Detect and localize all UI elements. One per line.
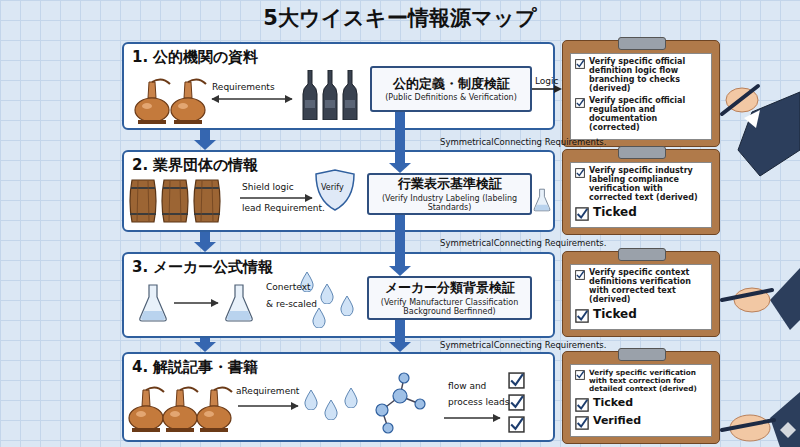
checklist-item: Verify specific official regulation and … (575, 97, 707, 133)
flow-label: Requirements (212, 82, 275, 92)
checklist-clipboard: Verify specific verification with text c… (562, 351, 720, 444)
checkbox (575, 309, 589, 323)
checklist-text: Ticked (593, 397, 633, 409)
flow-arrow (194, 232, 216, 252)
diagram-title: 5大ウイスキー情報源マップ (0, 4, 800, 32)
verification-box: 公的定義・制度検証(Public Definitions & Verificat… (370, 66, 532, 112)
checklist-item: Ticked (575, 308, 707, 323)
box-title: メーカー分類背景検証 (385, 280, 515, 296)
checklist-clipboard: Verify specific context definitions veri… (562, 251, 720, 337)
checklist-text: Verify specific context definitions veri… (589, 269, 707, 305)
flow-label: process leads (448, 397, 509, 407)
checklist-text: Verify specific verification with text c… (589, 369, 707, 394)
flow-arrow (389, 320, 411, 352)
checklist-item: Verify specific verification with text c… (575, 369, 707, 394)
panel-heading: 2. 業界団体の情報 (132, 156, 258, 175)
shield-label: Verify (321, 183, 344, 192)
flow-label: aRequirement (236, 386, 299, 396)
connector-note: SymmetricalConnecting Requirements. (440, 238, 606, 248)
checklist-paper: Verify specific industry labeling compli… (570, 162, 712, 228)
flow-arrow (194, 130, 216, 150)
checkbox (575, 168, 585, 178)
checkbox (575, 270, 585, 280)
checkbox (575, 59, 585, 69)
flow-arrow (389, 215, 411, 276)
flow-label: Shield logic (242, 182, 294, 192)
flow-label: Conertext (266, 282, 311, 292)
checkbox (575, 207, 589, 221)
flow-arrow (389, 112, 411, 173)
source-panel: 1. 公的機関の資料公的定義・制度検証(Public Definitions &… (122, 42, 555, 130)
checklist-text: Ticked (593, 206, 637, 219)
connector-note: SymmetricalConnecting Requirements. (440, 340, 606, 350)
checklist-text: Verified (593, 415, 641, 427)
logic-arrow (532, 85, 562, 93)
box-subtitle: (Verify Industry Labeling (labeling Stan… (374, 194, 525, 212)
checklist-item: Verify specific industry labeling compli… (575, 167, 707, 203)
box-title: 公的定義・制度検証 (393, 76, 510, 92)
panel-heading: 3. メーカー公式情報 (132, 258, 273, 277)
checklist-clipboard: Verify specific industry labeling compli… (562, 149, 720, 235)
flow-arrow (194, 338, 216, 352)
flow-label: flow and (448, 381, 486, 391)
verification-box: メーカー分類背景検証 (Verify Manufacturer Classific… (367, 276, 532, 320)
checklist-item: Ticked (575, 397, 707, 412)
checklist-clipboard: Verify specific official definition logi… (562, 40, 720, 147)
checklist-item: Verify specific context definitions veri… (575, 269, 707, 305)
checkbox (575, 398, 589, 412)
verification-box: 行業表示基準検証 (Verify Industry Labeling (label… (367, 173, 532, 215)
panel-heading: 4. 解説記事・書籍 (132, 358, 258, 377)
checklist-text: Ticked (593, 308, 637, 321)
checklist-text: Verify specific industry labeling compli… (589, 167, 707, 203)
connector-note: SymmetricalConnecting Requirements. (440, 137, 606, 147)
flow-label: & re-scaled (266, 299, 317, 309)
box-subtitle: (Public Definitions & Verification) (385, 93, 517, 102)
checklist-paper: Verify specific context definitions veri… (570, 264, 712, 330)
checklist-paper: Verify specific verification with text c… (570, 364, 712, 437)
checkbox (575, 370, 585, 380)
checklist-item: Verified (575, 415, 707, 430)
source-panel: 3. メーカー公式情報メーカー分類背景検証 (Verify Manufacture… (122, 252, 555, 338)
box-title: 行業表示基準検証 (398, 176, 502, 192)
checklist-item: Verify specific official definition logi… (575, 58, 707, 94)
checkbox (575, 416, 589, 430)
checklist-text: Verify specific official definition logi… (589, 58, 707, 94)
edge-label: Logic (535, 76, 559, 86)
checklist-text: Verify specific official regulation and … (589, 97, 707, 133)
flow-label: lead Requirement. (242, 203, 325, 213)
checkbox (575, 98, 585, 108)
checklist-paper: Verify specific official definition logi… (570, 53, 712, 140)
panel-heading: 1. 公的機関の資料 (132, 48, 258, 67)
box-subtitle: (Verify Manufacturer Classification Back… (374, 298, 525, 316)
checklist-item: Ticked (575, 206, 707, 221)
